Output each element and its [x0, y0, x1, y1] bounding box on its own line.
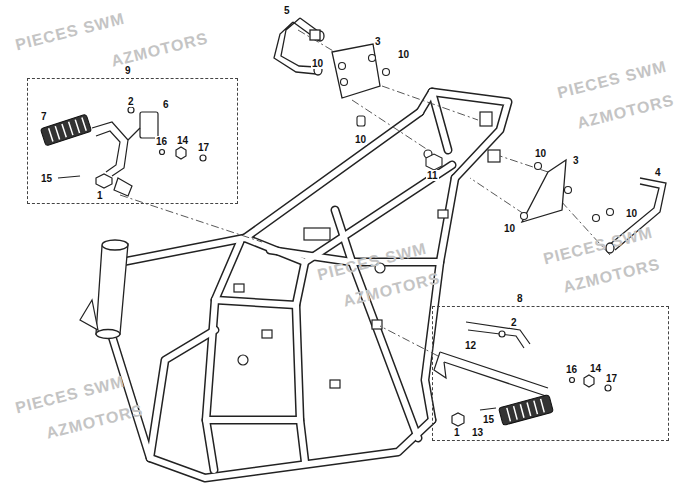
callout-number: 2	[510, 317, 518, 328]
watermark: AZMOTORS	[561, 255, 662, 296]
callout-number: 7	[40, 111, 48, 122]
callout-number: 16	[565, 364, 578, 375]
callout-number: 10	[354, 134, 367, 145]
callout-number: 3	[572, 155, 580, 166]
callout-number: 5	[283, 5, 291, 16]
watermark: AZMOTORS	[109, 29, 210, 70]
callout-number: 2	[127, 96, 135, 107]
callout-number: 17	[197, 142, 210, 153]
callout-number: 3	[374, 36, 382, 47]
group-number: 8	[515, 293, 525, 305]
callout-number: 12	[464, 340, 477, 351]
callout-number: 6	[162, 99, 170, 110]
callout-number: 10	[397, 49, 410, 60]
watermark: AZMOTORS	[575, 91, 676, 132]
callout-number: 10	[534, 148, 547, 159]
callout-number: 15	[482, 414, 495, 425]
callout-number: 13	[471, 427, 484, 438]
callout-number: 10	[625, 208, 638, 219]
callout-number: 15	[40, 173, 53, 184]
watermark: PIECES SWM	[13, 10, 126, 55]
callout-number: 17	[605, 373, 618, 384]
callout-number: 1	[453, 427, 461, 438]
parts-group-box: 8	[432, 306, 669, 441]
callout-number: 10	[503, 223, 516, 234]
callout-number: 14	[589, 363, 602, 374]
callout-number: 1	[96, 190, 104, 201]
watermark: AZMOTORS	[44, 401, 145, 442]
callout-number: 4	[654, 167, 662, 178]
callout-number: 10	[311, 58, 324, 69]
callout-number: 14	[176, 135, 189, 146]
callout-number: 16	[155, 136, 168, 147]
callout-number: 11	[426, 170, 439, 181]
